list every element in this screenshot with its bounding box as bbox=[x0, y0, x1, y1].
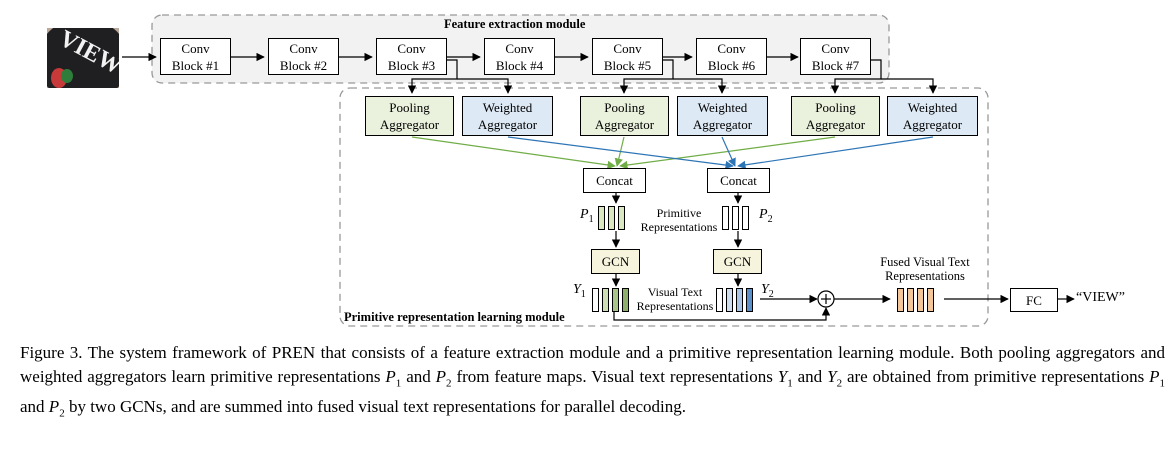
conv-block-3: Conv Block #3 bbox=[376, 38, 447, 75]
visual-text-representations-label: Visual Text Representations bbox=[636, 285, 714, 313]
input-image-graphic: VIEW bbox=[47, 28, 119, 88]
feature-extraction-title: Feature extraction module bbox=[444, 17, 586, 31]
gcn-2: GCN bbox=[713, 249, 762, 274]
y1-vector bbox=[592, 288, 629, 312]
primitive-representations-label: Primitive Representations bbox=[640, 206, 718, 234]
conv-block-6: Conv Block #6 bbox=[696, 38, 767, 75]
p2-symbol: P2 bbox=[759, 207, 773, 225]
conv-block-5: Conv Block #5 bbox=[592, 38, 663, 75]
weighted-aggregator-3: Weighted Aggregator bbox=[887, 96, 978, 136]
fused-representations-label: Fused Visual Text Representations bbox=[880, 255, 970, 283]
gcn-1: GCN bbox=[591, 249, 640, 274]
p1-vector bbox=[598, 206, 625, 230]
pooling-aggregator-1: Pooling Aggregator bbox=[365, 96, 454, 136]
concat-2: Concat bbox=[707, 168, 770, 193]
y1-symbol: Y1 bbox=[573, 282, 586, 300]
conv-block-1: Conv Block #1 bbox=[160, 38, 231, 75]
weighted-aggregator-1: Weighted Aggregator bbox=[462, 96, 553, 136]
tap-arrows bbox=[407, 59, 938, 94]
y2-vector bbox=[716, 288, 753, 312]
pooling-aggregator-2: Pooling Aggregator bbox=[580, 96, 669, 136]
sum-arrows bbox=[613, 294, 1075, 321]
fused-vector bbox=[897, 288, 934, 312]
conv-block-7: Conv Block #7 bbox=[800, 38, 871, 75]
primitive-learning-module-border bbox=[339, 87, 989, 327]
conv-block-2: Conv Block #2 bbox=[268, 38, 339, 75]
pooling-aggregator-3: Pooling Aggregator bbox=[791, 96, 880, 136]
primitive-learning-title: Primitive representation learning module bbox=[344, 310, 565, 324]
output-text: “VIEW” bbox=[1076, 290, 1125, 305]
input-image: VIEW bbox=[47, 28, 119, 88]
vertical-flow-arrows bbox=[611, 193, 743, 287]
weighted-to-concat-arrows bbox=[507, 136, 934, 170]
fc-layer: FC bbox=[1010, 288, 1058, 312]
figure-caption: Figure 3. The system framework of PREN t… bbox=[20, 343, 1165, 420]
concat-1: Concat bbox=[583, 168, 646, 193]
y2-symbol: Y2 bbox=[761, 282, 774, 300]
weighted-aggregator-2: Weighted Aggregator bbox=[677, 96, 768, 136]
p2-vector bbox=[722, 206, 749, 230]
p1-symbol: P1 bbox=[580, 207, 594, 225]
conv-block-4: Conv Block #4 bbox=[484, 38, 555, 75]
